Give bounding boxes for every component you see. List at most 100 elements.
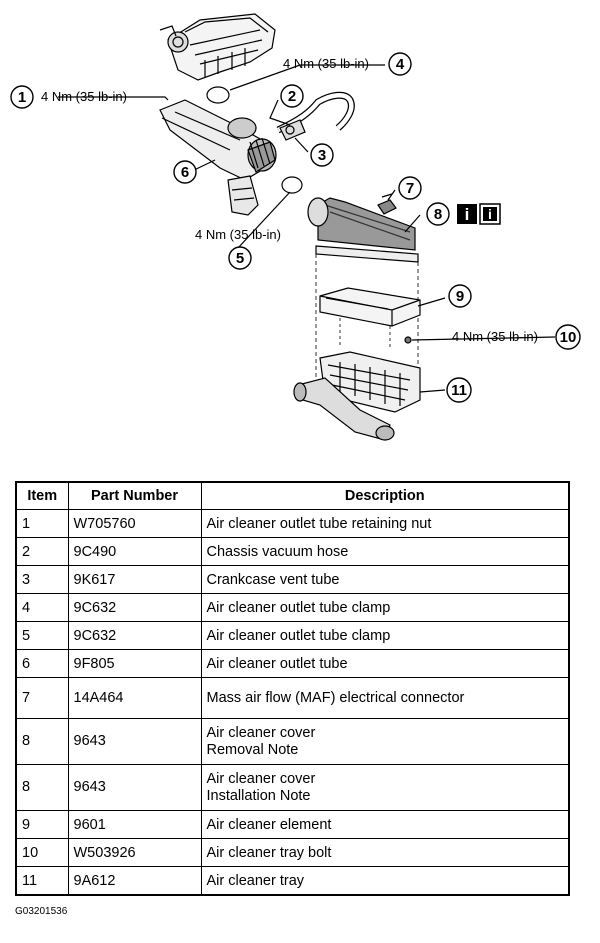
cell-part-number: W503926: [67, 838, 202, 867]
callout-2-number: 2: [288, 88, 296, 105]
cell-description: Mass air flow (MAF) electrical connector: [200, 677, 570, 719]
callout-1-number: 1: [18, 89, 26, 106]
cell-part-number: 9K617: [67, 565, 202, 594]
cell-item: 5: [15, 621, 69, 650]
exploded-parts-diagram: 1 4 Nm (35 lb-in) 2 3 4 4 Nm (35 lb-in) …: [10, 13, 581, 441]
cell-description: Air cleaner outlet tube clamp: [200, 621, 570, 650]
intake-manifold-drawing: [159, 13, 276, 81]
header-item: Item: [15, 481, 69, 510]
table-row: 9 9601 Air cleaner element: [15, 810, 570, 839]
outlet-tube-drawing: [159, 99, 277, 216]
cell-item: 8: [15, 764, 69, 811]
callout-9-number: 9: [456, 288, 464, 305]
callout-6: 6: [173, 160, 197, 184]
removal-note-link[interactable]: Removal Note: [206, 741, 299, 758]
callout-11-number: 11: [451, 382, 467, 399]
callout-1-torque: 4 Nm (35 lb-in): [41, 89, 127, 104]
clamp-5-drawing: [281, 176, 303, 194]
callout-10-number: 10: [560, 329, 577, 346]
table-row: 1 W705760 Air cleaner outlet tube retain…: [15, 509, 570, 538]
callout-3: 3: [310, 143, 334, 167]
header-part-number: Part Number: [67, 481, 202, 510]
cell-item: 9: [15, 810, 69, 839]
cell-item: 3: [15, 565, 69, 594]
cell-item: 6: [15, 649, 69, 678]
cell-description: Chassis vacuum hose: [200, 537, 570, 566]
header-description: Description: [200, 481, 570, 510]
cell-part-number: 9643: [67, 764, 202, 811]
info-icon-glyph: i: [465, 205, 470, 224]
table-header-row: Item Part Number Description: [15, 481, 570, 510]
cell-item: 11: [15, 866, 69, 896]
cell-description: Air cleaner element: [200, 810, 570, 839]
cell-part-number: 9C632: [67, 593, 202, 622]
air-cleaner-cover-drawing: [307, 197, 419, 398]
table-row: 7 14A464 Mass air flow (MAF) electrical …: [15, 677, 570, 719]
cell-part-number: 9C632: [67, 621, 202, 650]
cell-item: 10: [15, 838, 69, 867]
cell-description: Air cleaner tray: [200, 866, 570, 896]
description-text: Air cleaner cover: [206, 724, 316, 741]
callout-7-number: 7: [406, 180, 414, 197]
callouts: 1 4 Nm (35 lb-in) 2 3 4 4 Nm (35 lb-in) …: [10, 52, 581, 403]
callout-5-number: 5: [236, 250, 244, 267]
info-icon[interactable]: i: [479, 203, 501, 225]
callout-1: 1 4 Nm (35 lb-in): [10, 85, 127, 109]
cell-part-number: 14A464: [67, 677, 202, 719]
maf-connector-drawing: [377, 193, 397, 215]
parts-table: Item Part Number Description 1 W705760 A…: [15, 481, 570, 896]
cell-description: Air cleaner outlet tube retaining nut: [200, 509, 570, 538]
table-row: 3 9K617 Crankcase vent tube: [15, 565, 570, 594]
callout-9: 9: [448, 284, 472, 308]
callout-6-number: 6: [181, 164, 189, 181]
table-row: 2 9C490 Chassis vacuum hose: [15, 537, 570, 566]
callout-11: 11: [446, 377, 472, 403]
clamp-4-drawing: [206, 86, 230, 104]
cell-description: Air cleaner cover Installation Note: [200, 764, 570, 811]
cell-part-number: W705760: [67, 509, 202, 538]
cell-part-number: 9643: [67, 718, 202, 765]
tray-bolt-drawing: [404, 336, 412, 344]
info-icon[interactable]: i: [457, 204, 477, 224]
callout-5: 5 4 Nm (35 lb-in): [195, 227, 281, 270]
cell-item: 7: [15, 677, 69, 719]
cell-part-number: 9601: [67, 810, 202, 839]
callout-10-torque: 4 Nm (35 lb-in): [452, 329, 538, 344]
cell-description: Crankcase vent tube: [200, 565, 570, 594]
figure-id: G03201536: [15, 906, 68, 917]
callout-4: 4 4 Nm (35 lb-in): [283, 52, 412, 76]
table-row: 5 9C632 Air cleaner outlet tube clamp: [15, 621, 570, 650]
callout-5-torque: 4 Nm (35 lb-in): [195, 227, 281, 242]
cell-part-number: 9A612: [67, 866, 202, 896]
table-row: 6 9F805 Air cleaner outlet tube: [15, 649, 570, 678]
cell-item: 8: [15, 718, 69, 765]
description-text: Air cleaner cover: [206, 770, 316, 787]
cell-description: Air cleaner cover Removal Note: [200, 718, 570, 765]
cell-part-number: 9C490: [67, 537, 202, 566]
callout-8: 8: [426, 202, 450, 226]
cell-description: Air cleaner outlet tube: [200, 649, 570, 678]
callout-10: 10 4 Nm (35 lb-in): [452, 324, 581, 350]
callout-7: 7: [398, 176, 422, 200]
callout-2: 2: [280, 84, 304, 108]
table-row: 4 9C632 Air cleaner outlet tube clamp: [15, 593, 570, 622]
installation-note-link[interactable]: Installation Note: [206, 787, 311, 804]
filter-element-drawing: [319, 287, 421, 327]
table-row: 8 9643 Air cleaner cover Removal Note: [15, 718, 570, 765]
cell-description: Air cleaner outlet tube clamp: [200, 593, 570, 622]
cell-item: 4: [15, 593, 69, 622]
callout-4-number: 4: [396, 56, 405, 73]
air-cleaner-tray-drawing: [293, 351, 421, 441]
callout-4-torque: 4 Nm (35 lb-in): [283, 56, 369, 71]
table-row: 11 9A612 Air cleaner tray: [15, 866, 570, 896]
cell-item: 1: [15, 509, 69, 538]
table-row: 8 9643 Air cleaner cover Installation No…: [15, 764, 570, 811]
info-icon-glyph: i: [488, 206, 492, 222]
cell-part-number: 9F805: [67, 649, 202, 678]
vent-tube-drawing: [279, 119, 306, 141]
callout-3-number: 3: [318, 147, 326, 164]
callout-8-number: 8: [434, 206, 442, 223]
cell-description: Air cleaner tray bolt: [200, 838, 570, 867]
table-row: 10 W503926 Air cleaner tray bolt: [15, 838, 570, 867]
cell-item: 2: [15, 537, 69, 566]
